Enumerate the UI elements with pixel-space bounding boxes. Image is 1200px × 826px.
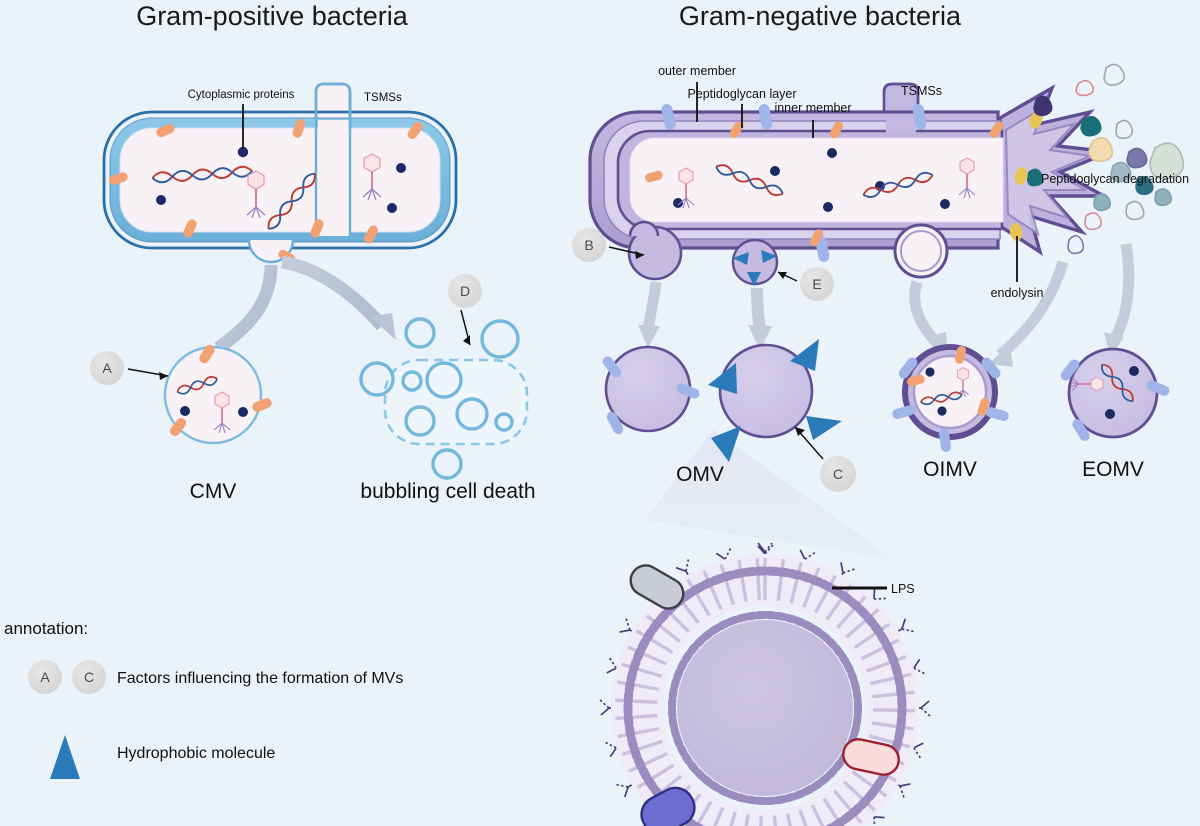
label-cmv: CMV — [190, 480, 237, 503]
bud-oimv — [893, 223, 949, 279]
lysis-burst — [998, 84, 1111, 256]
label-oimv: OIMV — [923, 458, 977, 481]
callout-peptidoglycan-layer-label: Peptidoglycan layer — [687, 87, 796, 101]
callout-inner-member-label: inner member — [774, 101, 851, 115]
callout-tsmss-gp-label: TSMSs — [364, 92, 402, 104]
gram-positive-cell — [102, 82, 458, 264]
callout-peptidoglycan-degradation: Peptidoglycan degradation — [1027, 168, 1189, 187]
badge-d-letter: D — [460, 283, 470, 299]
cytoplasmic-protein-dots — [156, 146, 406, 213]
label-bubbling-cell-death: bubbling cell death — [360, 480, 535, 503]
hydrophobic-triangle-icon — [50, 735, 80, 779]
arrow-to-omv-2 — [748, 287, 772, 350]
callout-tsmss-gn-label: TSMSs — [901, 84, 942, 98]
badge-c[interactable]: C — [794, 426, 856, 492]
annotation-heading: annotation: — [4, 619, 88, 638]
label-omv: OMV — [676, 463, 724, 486]
cmv-vesicle — [163, 344, 272, 445]
legend-row-hydrophobic: Hydrophobic molecule — [50, 735, 275, 779]
zoom-cone — [645, 430, 895, 560]
badge-b-letter: B — [584, 237, 593, 253]
porin-proteins — [661, 104, 927, 262]
gram-negative-cell — [588, 82, 1111, 286]
bubbling-cell-death-figure — [359, 317, 529, 480]
legend-row-badges: A C Factors influencing the formation of… — [28, 660, 403, 694]
bubbles — [359, 317, 520, 480]
legend-badge-c-letter: C — [84, 669, 94, 685]
membrane-proteins — [109, 119, 423, 244]
legend-badges-text: Factors influencing the formation of MVs — [117, 670, 403, 687]
badge-e-letter: E — [812, 276, 821, 292]
oimv-vesicle — [892, 344, 1009, 452]
title-gram-negative: Gram-negative bacteria — [679, 1, 962, 31]
callout-lps: LPS — [832, 582, 915, 596]
badge-b[interactable]: B — [572, 228, 645, 262]
zoomed-vesicle-cross-section — [599, 542, 931, 826]
callout-outer-member-label: outer member — [658, 64, 736, 78]
omv-plain — [602, 345, 700, 435]
arrow-to-bubbling — [280, 255, 396, 340]
callout-endolysin-label: endolysin — [991, 286, 1044, 300]
arrow-to-omv-1 — [638, 281, 662, 348]
callout-peptidoglycan-degradation-label: Peptidoglycan degradation — [1041, 172, 1189, 186]
callout-inner-member: inner member — [774, 101, 852, 138]
bud-omv-b — [627, 220, 683, 281]
hydrophobic-molecules — [708, 339, 842, 462]
bud-omv-e — [731, 238, 779, 286]
arrow-burst-to-oimv — [988, 260, 1069, 367]
callout-peptidoglycan-layer: Peptidoglycan layer — [687, 87, 797, 128]
dna-strands — [151, 165, 316, 230]
legend-hydrophobic-text: Hydrophobic molecule — [117, 745, 275, 762]
callout-cytoplasmic-proteins-label: Cytoplasmic proteins — [188, 89, 295, 101]
title-gram-positive: Gram-positive bacteria — [136, 1, 409, 31]
badge-a[interactable]: A — [90, 351, 169, 385]
legend-badge-a-letter: A — [40, 669, 50, 685]
badge-c-letter: C — [833, 466, 843, 482]
omv-hydrophobic — [708, 339, 842, 462]
eomv-vesicle — [1060, 347, 1170, 441]
phage-particles — [246, 153, 382, 219]
badge-e[interactable]: E — [777, 267, 834, 301]
lipid-tails — [615, 558, 916, 826]
badge-d[interactable]: D — [448, 274, 482, 346]
membrane-proteins-zoom — [629, 564, 900, 826]
label-eomv: EOMV — [1082, 458, 1144, 481]
callout-cytoplasmic-proteins: Cytoplasmic proteins — [188, 89, 295, 148]
callout-lps-label: LPS — [891, 582, 915, 596]
callout-outer-member: outer member — [658, 64, 736, 122]
badge-a-letter: A — [102, 360, 112, 376]
callout-endolysin: endolysin — [991, 236, 1044, 300]
peptidoglycan-debris — [1033, 63, 1185, 255]
